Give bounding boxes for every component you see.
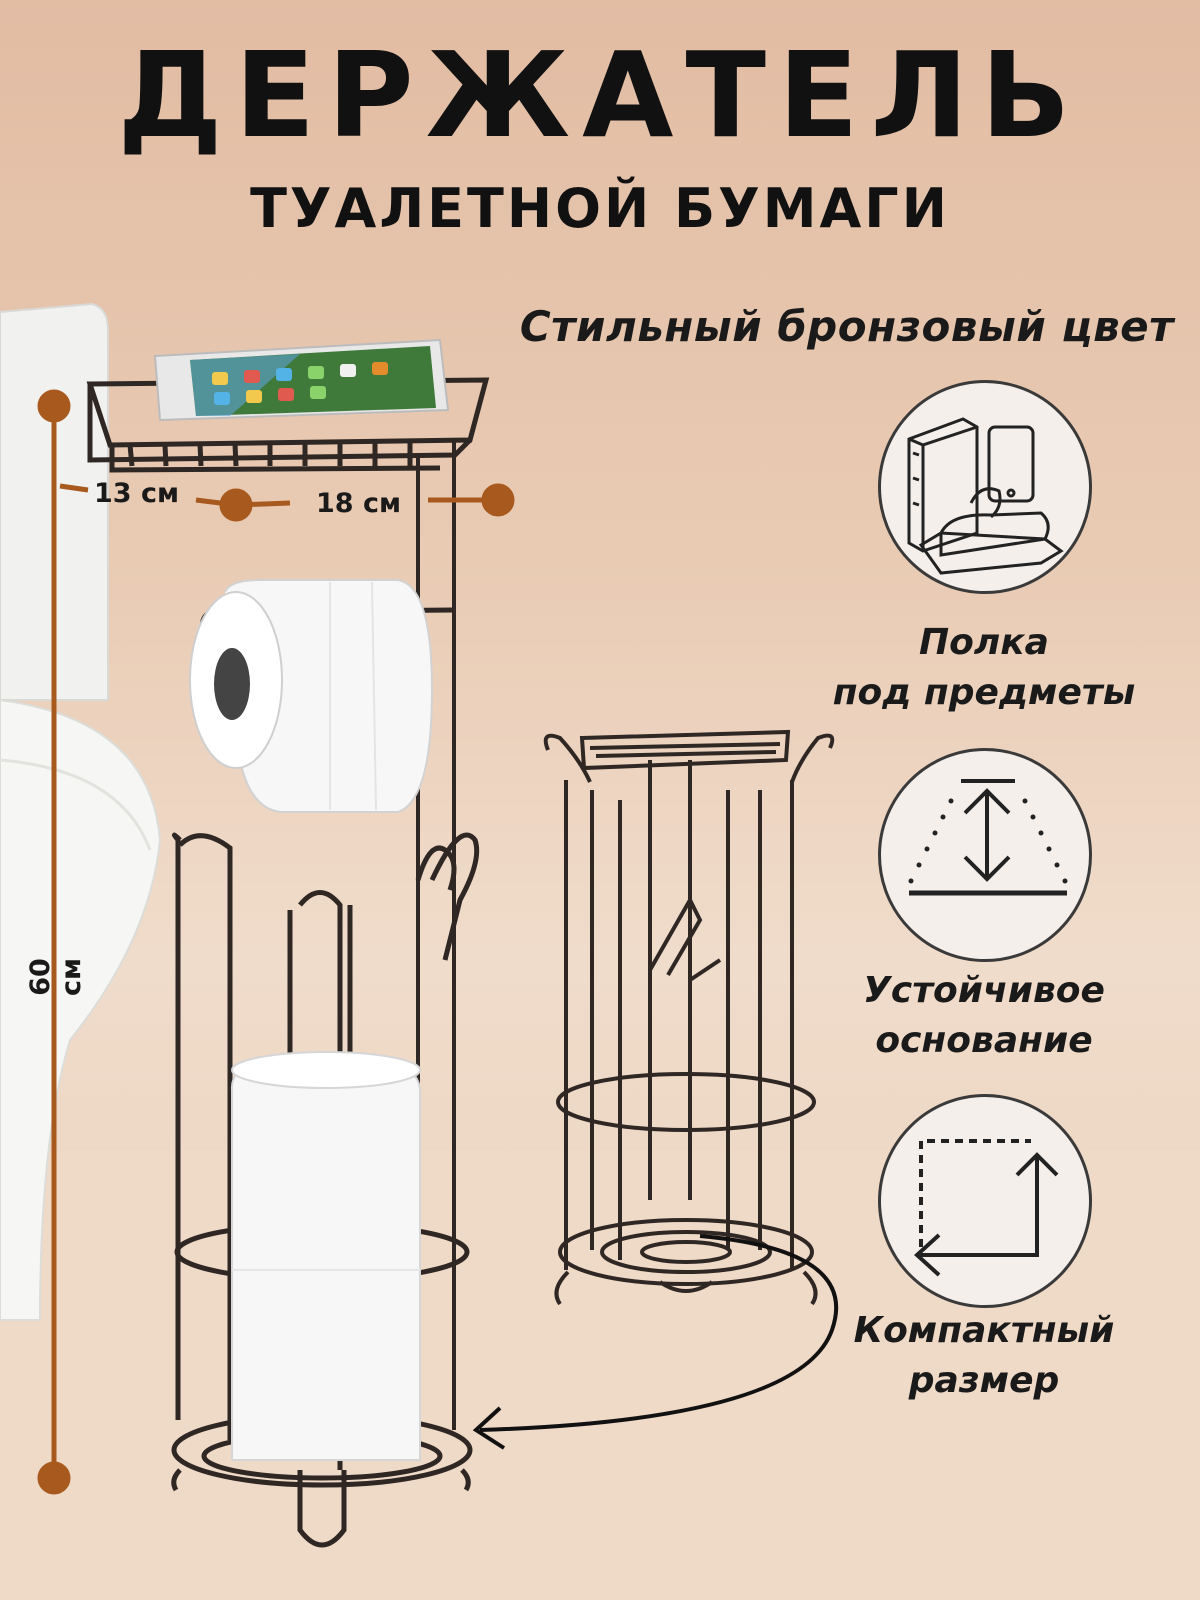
dimension-width-label: 18 см [316, 488, 402, 519]
toilet-bowl [0, 698, 162, 1321]
tagline: Стильный бронзовый цвет [519, 302, 1174, 351]
dimension-depth-label: 13 см [94, 478, 180, 509]
link-arrowhead [472, 1406, 506, 1450]
link-arrow [479, 1234, 839, 1432]
paper-roll-top [189, 579, 434, 813]
feature-shelf-line2: под предметы [832, 672, 1136, 713]
shelf-items-icon [907, 417, 1064, 575]
paper-rolls-spare [230, 1051, 421, 1461]
dimension-lines [37, 389, 515, 1495]
feature-stable-label: Устойчивое основание [794, 966, 1174, 1066]
feature-shelf-circle [878, 380, 1092, 594]
feature-stable-line2: основание [875, 1020, 1093, 1061]
phone-on-shelf [153, 338, 450, 422]
feature-stable-line1: Устойчивое [863, 970, 1105, 1011]
page-title: ДЕРЖАТЕЛЬ [117, 26, 1083, 164]
feature-shelf-line1: Полка [919, 622, 1049, 663]
feature-compact-line1: Компактный [853, 1310, 1115, 1351]
compact-size-icon [914, 1139, 1059, 1277]
stable-base-icon [908, 779, 1068, 896]
feature-stable-circle [878, 748, 1092, 962]
feature-compact-line2: размер [908, 1360, 1060, 1401]
page-subtitle: ТУАЛЕТНОЙ БУМАГИ [250, 177, 950, 240]
feature-compact-circle [878, 1094, 1092, 1308]
feature-shelf-label: Полка под предметы [794, 618, 1174, 718]
dimension-height-label: 60 см [25, 957, 87, 997]
feature-compact-label: Компактный размер [794, 1306, 1174, 1406]
compact-holder [543, 729, 835, 1306]
